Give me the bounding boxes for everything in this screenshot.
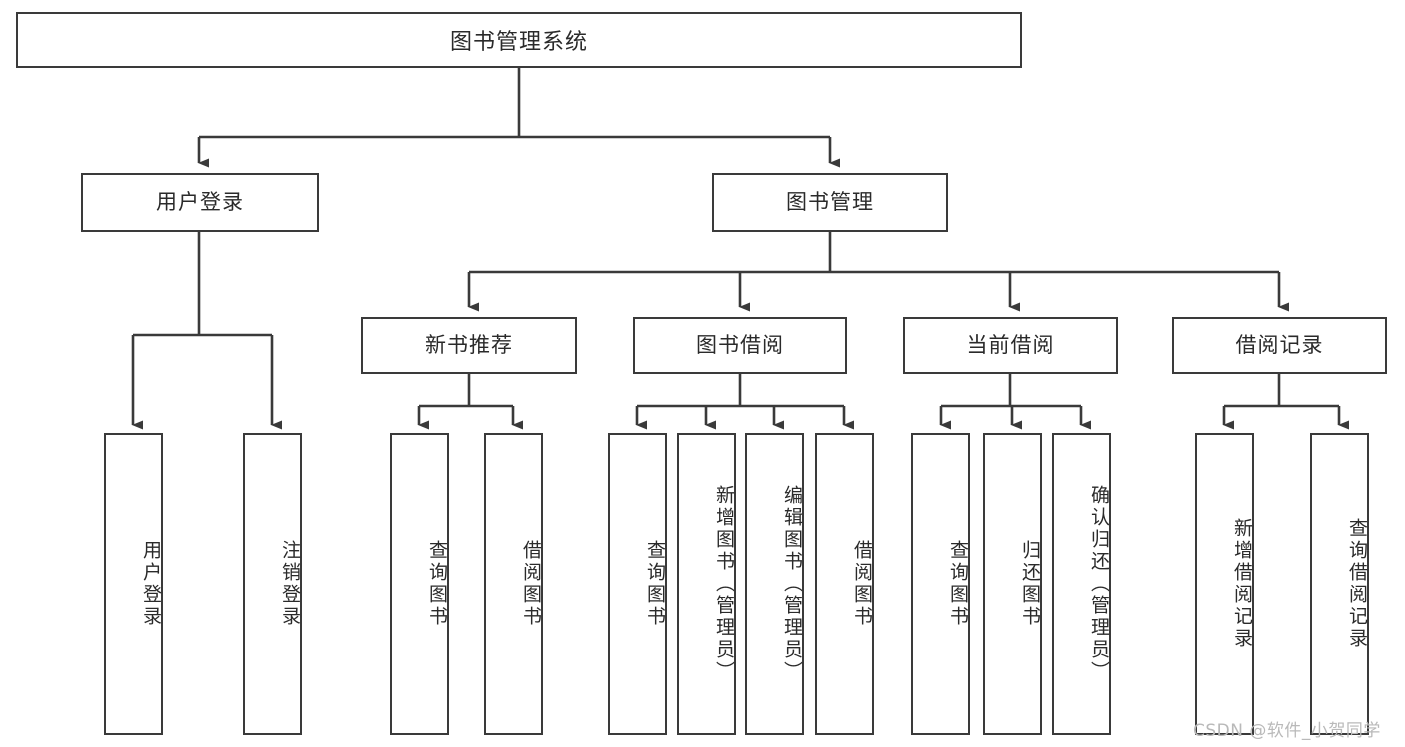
node-label: 查询借阅记录 [1346, 518, 1368, 650]
leaf-query-borrow-record[interactable]: 查询借阅记录 [1310, 433, 1369, 735]
node-label: 查询图书 [947, 540, 969, 628]
node-label: 借阅记录 [1235, 332, 1324, 357]
node-book-management[interactable]: 图书管理 [712, 173, 948, 232]
node-label: 新增借阅记录 [1231, 518, 1253, 650]
node-label: 归还图书 [1019, 540, 1041, 628]
node-label: 编辑图书（管理员） [781, 485, 803, 683]
leaf-add-book-admin[interactable]: 新增图书（管理员） [677, 433, 736, 735]
node-label: 图书管理 [786, 189, 874, 214]
node-label: 新书推荐 [425, 332, 513, 357]
node-label: 借阅图书 [851, 540, 873, 628]
leaf-query-book-recommend[interactable]: 查询图书 [390, 433, 449, 735]
node-label: 当前借阅 [966, 332, 1055, 357]
node-label: 用户登录 [140, 540, 162, 628]
node-borrow-record[interactable]: 借阅记录 [1172, 317, 1387, 374]
node-label: 图书管理系统 [449, 30, 588, 55]
node-label: 借阅图书 [520, 540, 542, 628]
watermark: CSDN @软件_小贺同学 [1193, 721, 1381, 741]
leaf-query-book-current[interactable]: 查询图书 [911, 433, 970, 735]
leaf-confirm-return-admin[interactable]: 确认归还（管理员） [1052, 433, 1111, 735]
node-root-system[interactable]: 图书管理系统 [16, 12, 1022, 68]
leaf-borrow-book[interactable]: 借阅图书 [815, 433, 874, 735]
node-label: 用户登录 [156, 189, 244, 214]
leaf-return-book[interactable]: 归还图书 [983, 433, 1042, 735]
leaf-add-borrow-record[interactable]: 新增借阅记录 [1195, 433, 1254, 735]
node-label: 查询图书 [644, 540, 666, 628]
node-current-borrow[interactable]: 当前借阅 [903, 317, 1118, 374]
node-label: 注销登录 [279, 540, 301, 628]
node-label: 新增图书（管理员） [713, 485, 735, 683]
leaf-user-login[interactable]: 用户登录 [104, 433, 163, 735]
leaf-edit-book-admin[interactable]: 编辑图书（管理员） [745, 433, 804, 735]
leaf-borrow-book-recommend[interactable]: 借阅图书 [484, 433, 543, 735]
node-new-book-recommend[interactable]: 新书推荐 [361, 317, 577, 374]
leaf-query-book-borrow[interactable]: 查询图书 [608, 433, 667, 735]
node-user-login[interactable]: 用户登录 [81, 173, 319, 232]
leaf-logout[interactable]: 注销登录 [243, 433, 302, 735]
node-label: 图书借阅 [696, 332, 784, 357]
node-label: 查询图书 [426, 540, 448, 628]
node-book-borrow[interactable]: 图书借阅 [633, 317, 847, 374]
node-label: 确认归还（管理员） [1088, 485, 1110, 683]
